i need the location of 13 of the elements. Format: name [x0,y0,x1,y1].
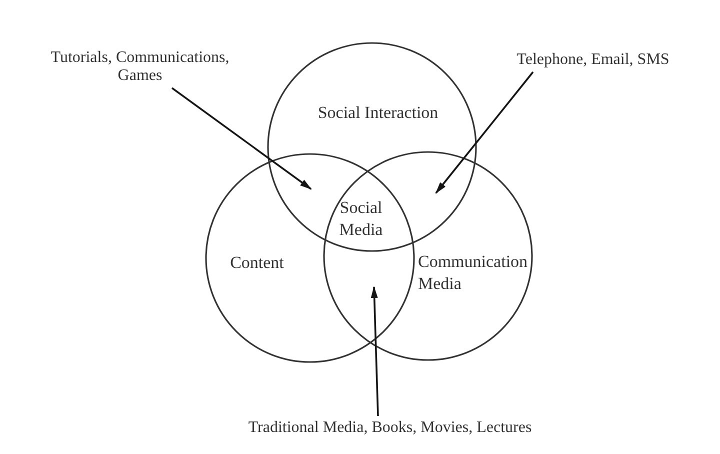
leader-arrow [370,286,379,416]
venn-circle [205,153,415,363]
venn-circle [267,42,477,252]
annotation-text: Traditional Media, Books, Movies, Lectures [248,419,532,437]
leader-arrow [171,87,312,190]
circle-label: Social Interaction [318,102,438,124]
annotation-text: Tutorials, Communications, Games [50,49,230,85]
region-label: Social Media [339,197,383,241]
annotation-text: Telephone, Email, SMS [516,51,670,69]
venn-circle [323,151,533,361]
leader-arrow [435,71,534,194]
circle-label: Communication Media [418,251,528,295]
circle-label: Content [230,252,284,274]
